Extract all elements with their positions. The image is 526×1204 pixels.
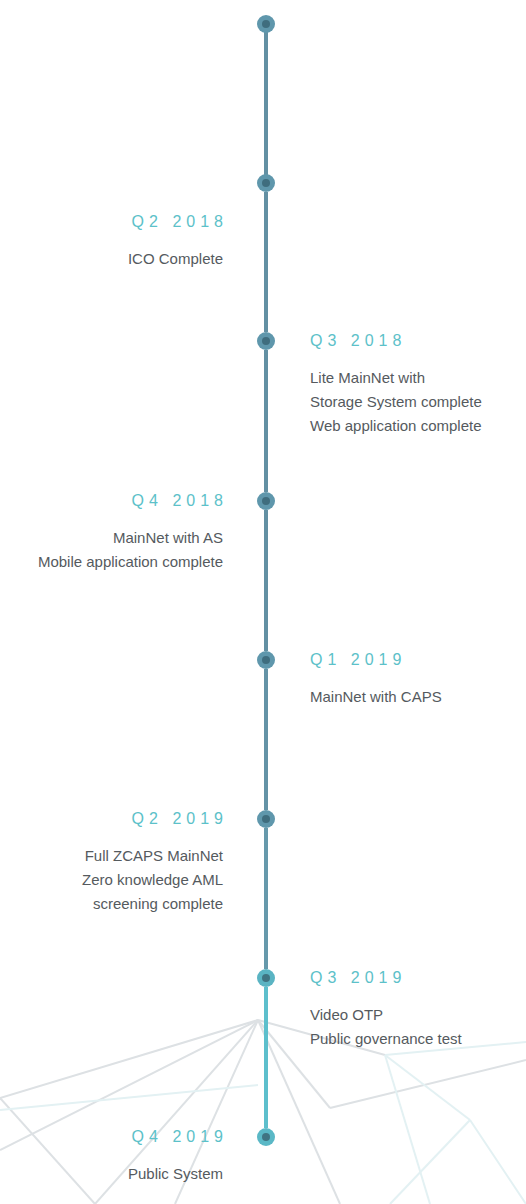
timeline-segment bbox=[264, 828, 268, 969]
dot-ring bbox=[257, 651, 275, 669]
milestone-texts: Q1 2019MainNet with CAPS bbox=[310, 650, 526, 709]
dot-center bbox=[262, 179, 270, 187]
milestone-text: Public governance test bbox=[310, 1027, 526, 1051]
dot-center bbox=[262, 497, 270, 505]
dot-center bbox=[262, 337, 270, 345]
dot-shape bbox=[257, 969, 275, 987]
milestone-text: Zero knowledge AML screening complete bbox=[0, 868, 223, 916]
timeline-segment bbox=[264, 669, 268, 810]
network-line bbox=[0, 1085, 258, 1110]
quarter-label: Q4 2019 bbox=[0, 1127, 228, 1147]
milestone-text: Public System bbox=[0, 1162, 223, 1186]
milestone-text: MainNet with CAPS bbox=[310, 685, 526, 709]
quarter-label: Q2 2019 bbox=[0, 809, 228, 829]
timeline-segment bbox=[264, 350, 268, 492]
milestone-text: Video OTP bbox=[310, 1003, 526, 1027]
timeline-segment bbox=[264, 192, 268, 332]
milestone-text: Web application complete bbox=[310, 414, 526, 438]
milestone-texts: Q2 2018ICO Complete bbox=[0, 212, 223, 271]
dot-center bbox=[262, 656, 270, 664]
dot-ring bbox=[257, 332, 275, 350]
network-lines bbox=[0, 1020, 526, 1204]
network-line bbox=[385, 1055, 430, 1204]
quarter-label: Q2 2018 bbox=[0, 212, 228, 232]
dot-shape bbox=[257, 1128, 275, 1146]
network-line bbox=[330, 1060, 526, 1108]
quarter-label: Q3 2019 bbox=[310, 968, 526, 988]
dot-ring bbox=[257, 1128, 275, 1146]
milestone-dot: Q2 2018ICO Complete bbox=[257, 174, 275, 192]
milestone-text: ICO Complete bbox=[0, 247, 223, 271]
quarter-label: Q1 2019 bbox=[310, 650, 526, 670]
milestone-text: Mobile application complete bbox=[0, 550, 223, 574]
milestone-text: MainNet with AS bbox=[0, 526, 223, 550]
milestone-dot: Q3 2018Lite MainNet with Storage System … bbox=[257, 332, 275, 350]
dot-shape bbox=[257, 174, 275, 192]
network-lines bbox=[0, 1042, 526, 1204]
milestone-texts: Q2 2019Full ZCAPS MainNetZero knowledge … bbox=[0, 809, 223, 916]
dot-ring bbox=[257, 810, 275, 828]
network-line bbox=[470, 1120, 526, 1204]
network-line bbox=[258, 1020, 340, 1204]
network-line bbox=[0, 1020, 258, 1098]
milestone-dot: Q4 2018MainNet with ASMobile application… bbox=[257, 492, 275, 510]
milestone-texts: Q4 2018MainNet with ASMobile application… bbox=[0, 491, 223, 574]
quarter-label: Q3 2018 bbox=[310, 331, 526, 351]
timeline-segment bbox=[264, 987, 268, 1128]
timeline-dot bbox=[257, 15, 275, 33]
network-line bbox=[0, 1098, 95, 1204]
milestone-texts: Q4 2019Public System bbox=[0, 1127, 223, 1186]
timeline-segment bbox=[264, 510, 268, 651]
milestone-texts: Q3 2019Video OTPPublic governance test bbox=[310, 968, 526, 1051]
quarter-label: Q4 2018 bbox=[0, 491, 228, 511]
dot-shape bbox=[257, 810, 275, 828]
timeline-segment bbox=[264, 24, 268, 183]
milestone-dot: Q4 2019Public System bbox=[257, 1128, 275, 1146]
dot-ring bbox=[257, 969, 275, 987]
milestone-text: Lite MainNet with Storage System complet… bbox=[310, 366, 526, 414]
dot-center bbox=[262, 815, 270, 823]
dot-shape bbox=[257, 332, 275, 350]
network-line bbox=[385, 1055, 470, 1120]
dot-ring bbox=[257, 174, 275, 192]
milestone-dot: Q2 2019Full ZCAPS MainNetZero knowledge … bbox=[257, 810, 275, 828]
dot-shape bbox=[257, 651, 275, 669]
dot-ring bbox=[257, 492, 275, 510]
timeline-dot-center bbox=[262, 20, 270, 28]
milestone-dot: Q1 2019MainNet with CAPS bbox=[257, 651, 275, 669]
dot-center bbox=[262, 1133, 270, 1141]
milestone-texts: Q3 2018Lite MainNet with Storage System … bbox=[310, 331, 526, 438]
dot-shape bbox=[257, 492, 275, 510]
network-line bbox=[390, 1120, 470, 1204]
milestone-dot: Q3 2019Video OTPPublic governance test bbox=[257, 969, 275, 987]
milestone-text: Full ZCAPS MainNet bbox=[0, 844, 223, 868]
dot-center bbox=[262, 974, 270, 982]
